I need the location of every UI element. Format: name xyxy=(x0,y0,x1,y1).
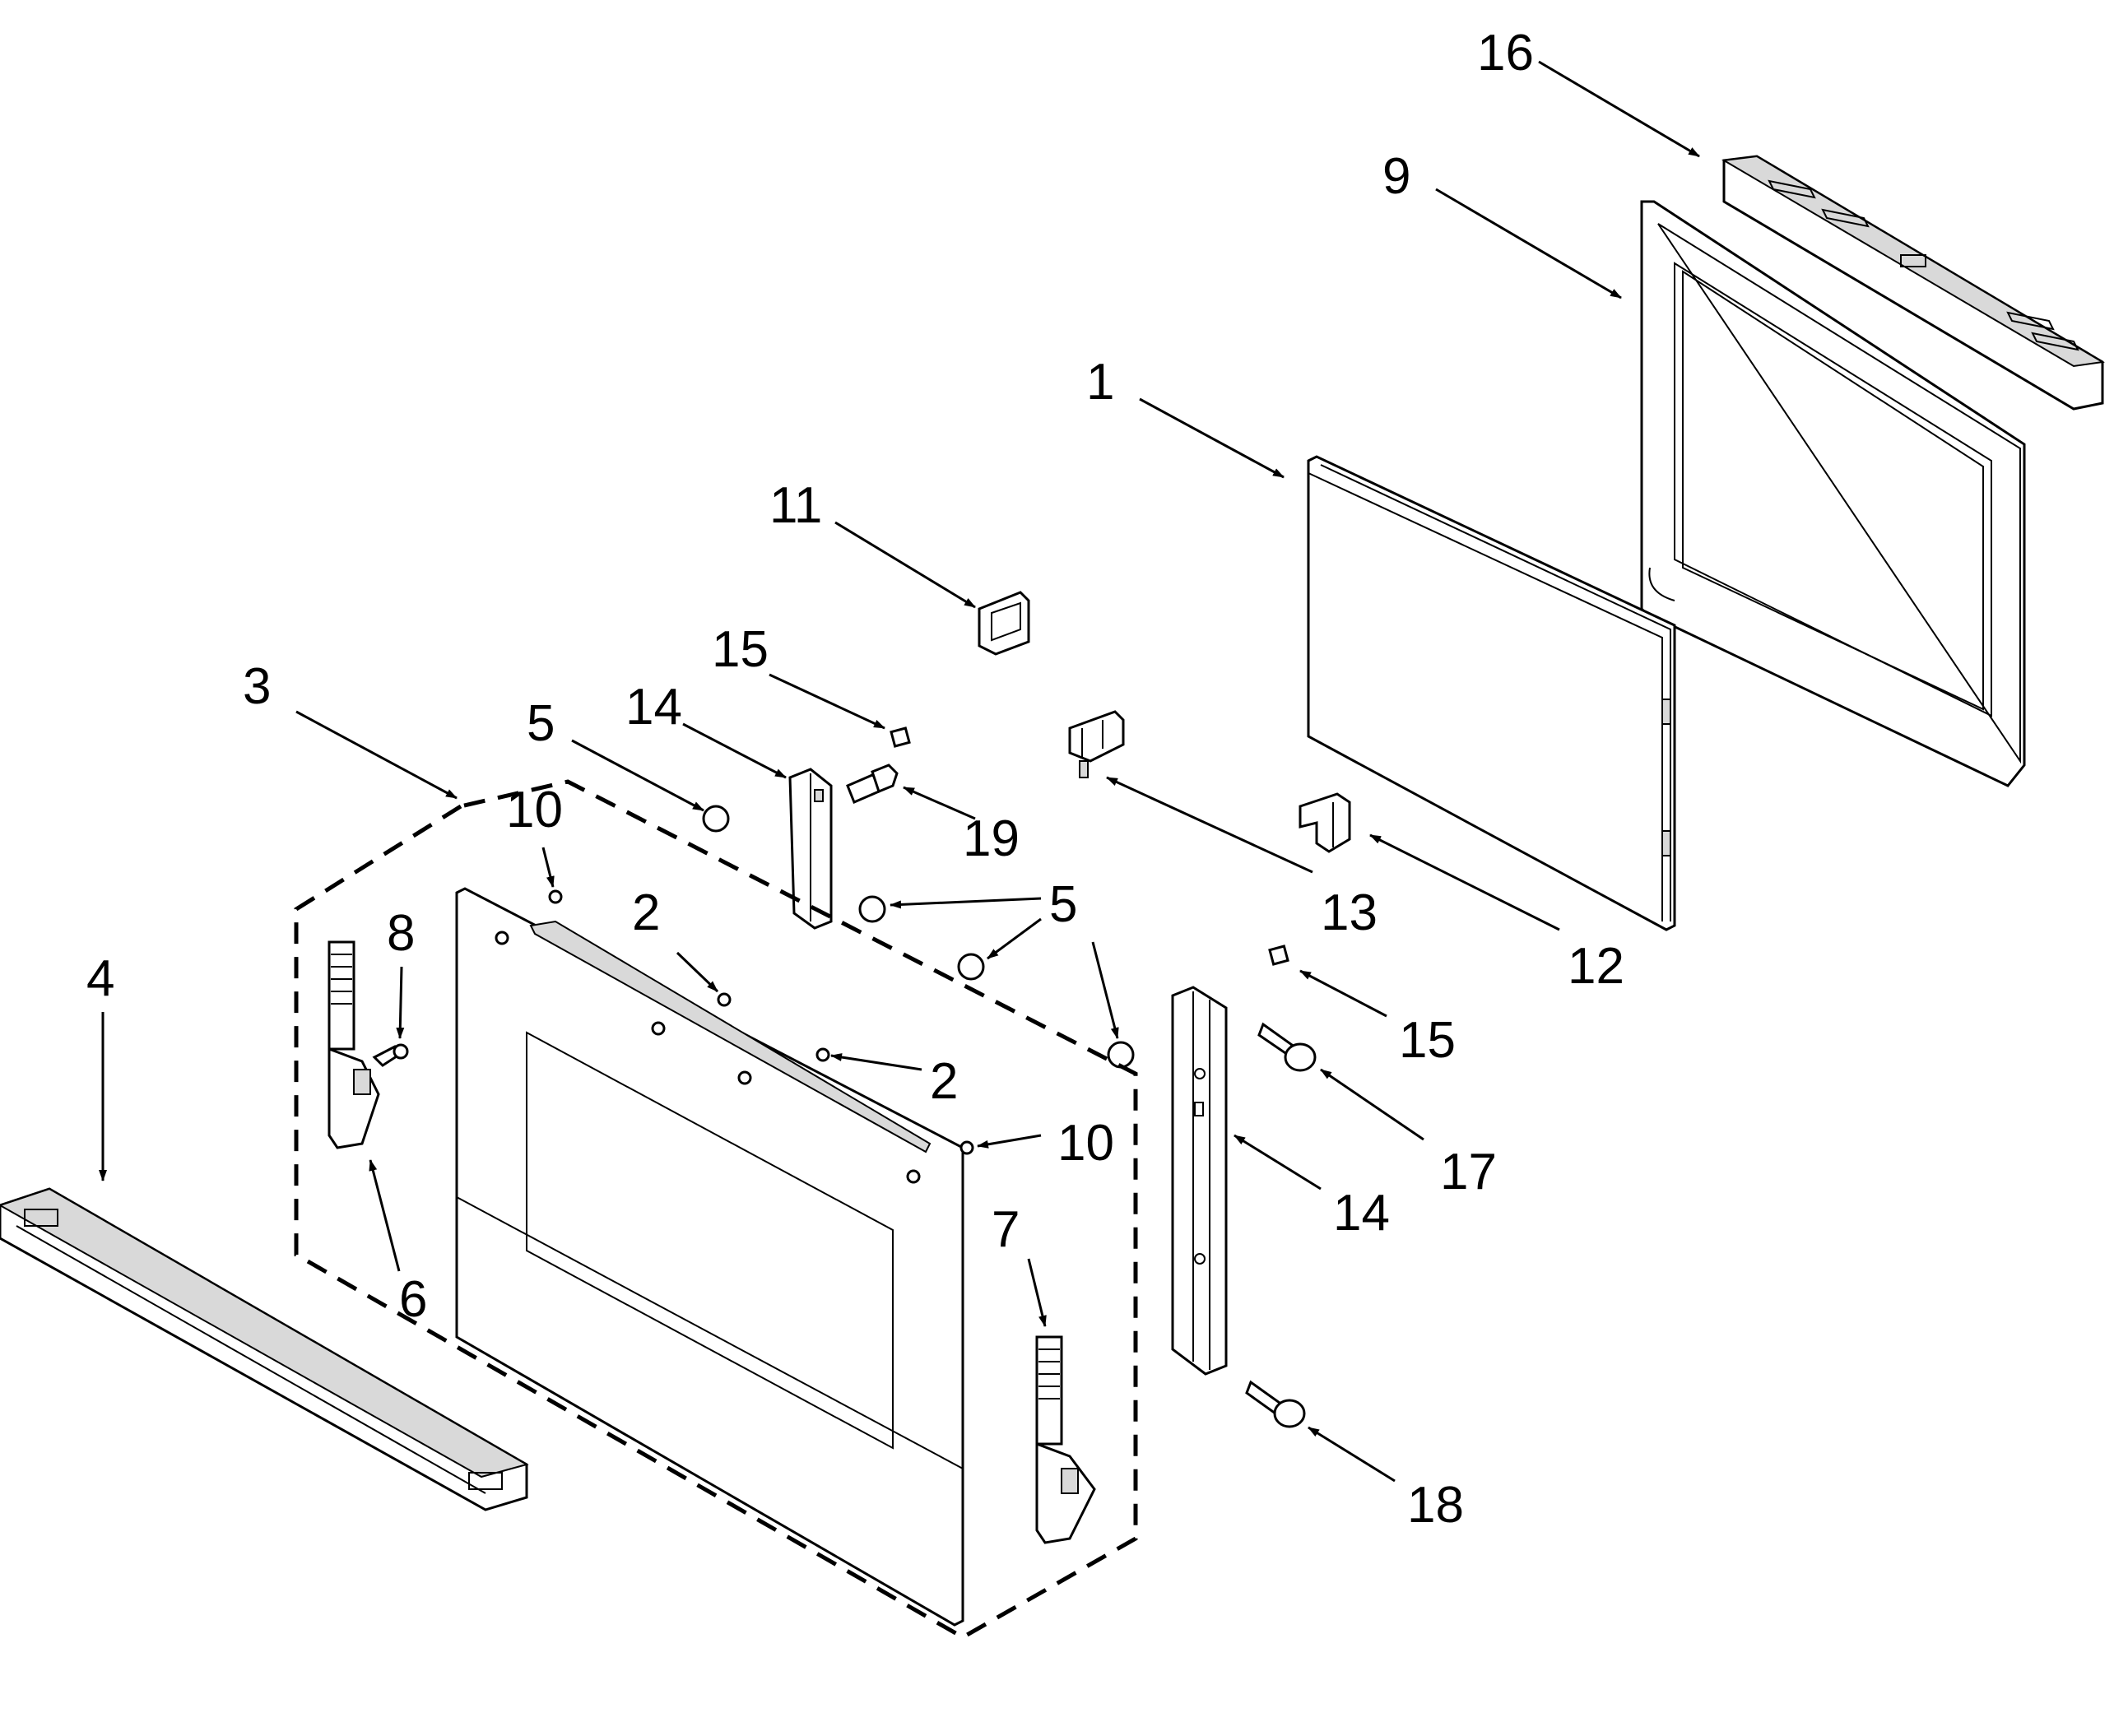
callout-10-lower: 10 xyxy=(1057,1115,1114,1172)
callout-15-lower: 15 xyxy=(1399,1012,1456,1069)
callout-12: 12 xyxy=(1568,938,1624,995)
part-2-screw-a xyxy=(717,992,732,1007)
part-5-grommet-b xyxy=(858,895,886,923)
part-10-screw-b xyxy=(959,1140,974,1155)
part-10-screw-a xyxy=(548,889,563,904)
callout-14-upper: 14 xyxy=(625,679,682,736)
part-11-bracket xyxy=(978,591,1030,656)
part-3-assembly-outline xyxy=(294,779,1138,1640)
part-15-clip-lower xyxy=(1268,945,1289,966)
part-13-bracket xyxy=(1068,710,1125,778)
callout-7: 7 xyxy=(992,1201,1020,1258)
part-19-screw xyxy=(846,764,899,804)
part-5-grommet-c xyxy=(957,953,985,981)
callout-labels: 16 9 1 11 15 14 3 5 10 19 13 5 12 4 8 2 … xyxy=(86,25,1624,1534)
part-7-hinge xyxy=(1035,1335,1096,1544)
part-15-clip-upper xyxy=(890,726,911,748)
part-9-door-frame xyxy=(1640,200,2026,787)
callout-19: 19 xyxy=(963,810,1020,867)
callout-2-right: 2 xyxy=(930,1053,958,1110)
callout-18: 18 xyxy=(1407,1477,1464,1534)
callout-17: 17 xyxy=(1440,1144,1497,1200)
callout-13: 13 xyxy=(1321,884,1378,941)
part-5-grommet-a xyxy=(702,805,730,833)
callout-11: 11 xyxy=(769,477,822,534)
part-1-inner-glass xyxy=(1307,455,1676,931)
callout-5-right: 5 xyxy=(1049,876,1077,933)
callout-10-upper: 10 xyxy=(506,782,563,838)
callout-3: 3 xyxy=(243,658,271,715)
outer-door-panel xyxy=(455,887,964,1627)
part-2-screw-b xyxy=(815,1047,830,1062)
callout-1: 1 xyxy=(1086,354,1114,411)
part-14-channel-upper xyxy=(788,768,833,930)
callout-8: 8 xyxy=(387,905,415,962)
part-12-bracket xyxy=(1299,792,1351,853)
part-16-top-trim xyxy=(1721,155,2105,411)
leader-lines xyxy=(99,60,1700,1483)
part-14-channel-lower xyxy=(1171,986,1228,1376)
part-4-bottom-trim xyxy=(0,1187,529,1511)
callout-4: 4 xyxy=(86,950,114,1007)
callout-15-upper: 15 xyxy=(712,621,769,678)
callout-6: 6 xyxy=(399,1271,427,1328)
part-6-hinge xyxy=(328,940,380,1149)
callout-5-upper: 5 xyxy=(527,695,555,752)
callout-16: 16 xyxy=(1477,25,1534,81)
part-8-screw xyxy=(372,1043,409,1067)
callout-2-left: 2 xyxy=(632,884,660,941)
part-5-grommet-d xyxy=(1107,1041,1135,1069)
part-18-screw xyxy=(1245,1380,1306,1428)
callout-14-lower: 14 xyxy=(1333,1185,1390,1242)
callout-9: 9 xyxy=(1382,148,1410,205)
part-17-screw xyxy=(1257,1022,1317,1072)
